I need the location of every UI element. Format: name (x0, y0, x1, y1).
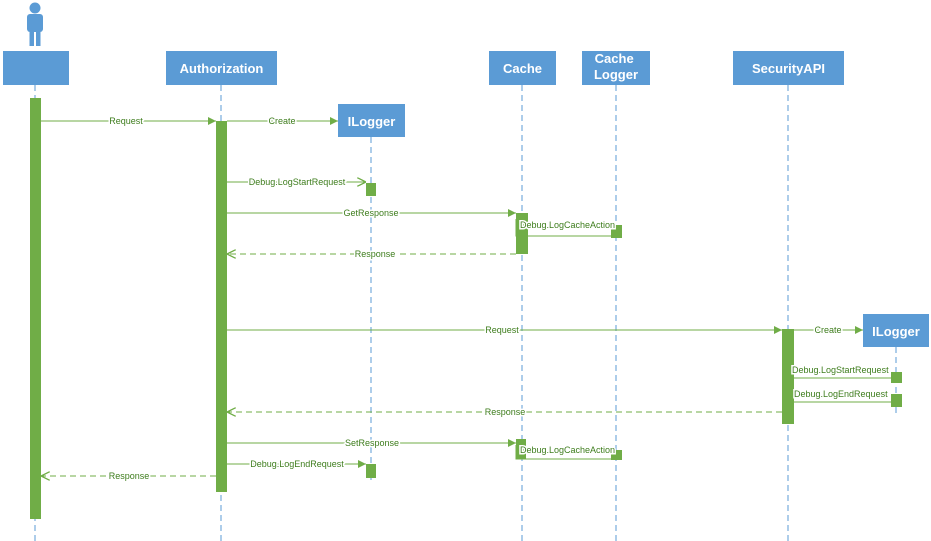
participant-cache-label: Cache (503, 61, 542, 76)
participant-cache-logger-label: Cache Logger (594, 51, 638, 82)
participant-ilogger1-label: ILogger (348, 114, 396, 129)
activation-ilogger1-start (366, 183, 376, 196)
message-get-response-label: GetResponse (343, 208, 398, 218)
message-log-cache-action-2-label: Debug.LogCacheAction (520, 445, 615, 455)
activation-cache-set (516, 439, 526, 459)
message-log-start-label: Debug.LogStartRequest (249, 177, 346, 187)
message-response-security-label: Response (485, 407, 526, 417)
activation-user (30, 98, 41, 519)
message-response-user-label: Response (109, 471, 150, 481)
activation-cache-logger-2 (611, 450, 622, 460)
messages (41, 117, 891, 476)
message-create-2-label: Create (814, 325, 841, 335)
message-create-label: Create (268, 116, 295, 126)
participant-securityapi-label: SecurityAPI (752, 61, 825, 76)
participant-securityapi-box: SecurityAPI (733, 51, 844, 85)
message-request-security-label: Request (485, 325, 519, 335)
lifelines (34, 85, 897, 541)
participant-ilogger2-box: ILogger (863, 314, 929, 347)
activation-authorization (216, 121, 227, 492)
activation-cache-get (516, 213, 528, 254)
message-log-cache-action-1-label: Debug.LogCacheAction (520, 220, 615, 230)
participant-cache-logger-box: Cache Logger (582, 51, 650, 85)
message-log-end-label: Debug.LogEndRequest (250, 459, 344, 469)
activations (30, 98, 902, 519)
activation-cache-logger-1 (611, 225, 622, 238)
message-log-end-2-arrow (787, 390, 891, 403)
activation-ilogger2-start (891, 372, 902, 383)
message-log-end-2-label: Debug.LogEndRequest (794, 389, 888, 399)
message-set-response-label: SetResponse (345, 438, 399, 448)
message-request-label: Request (109, 116, 143, 126)
participant-user-box (3, 51, 69, 85)
user-icon (27, 2, 43, 46)
message-log-start-2-arrow (787, 352, 891, 379)
message-labels: Request Create Debug.LogStartRequest Get… (107, 115, 890, 483)
message-log-cache-action-2-arrow (515, 445, 611, 460)
activation-ilogger1-end (366, 464, 376, 478)
activation-ilogger2-end (891, 394, 902, 407)
participant-authorization-box: Authorization (166, 51, 277, 85)
participant-authorization-label: Authorization (180, 61, 264, 76)
message-log-start-2-label: Debug.LogStartRequest (792, 365, 889, 375)
message-log-cache-action-1-arrow (515, 219, 611, 237)
participant-ilogger1-box: ILogger (338, 104, 405, 137)
message-response-cache-label: Response (355, 249, 396, 259)
participant-ilogger2-label: ILogger (872, 324, 920, 339)
participant-cache-box: Cache (489, 51, 556, 85)
